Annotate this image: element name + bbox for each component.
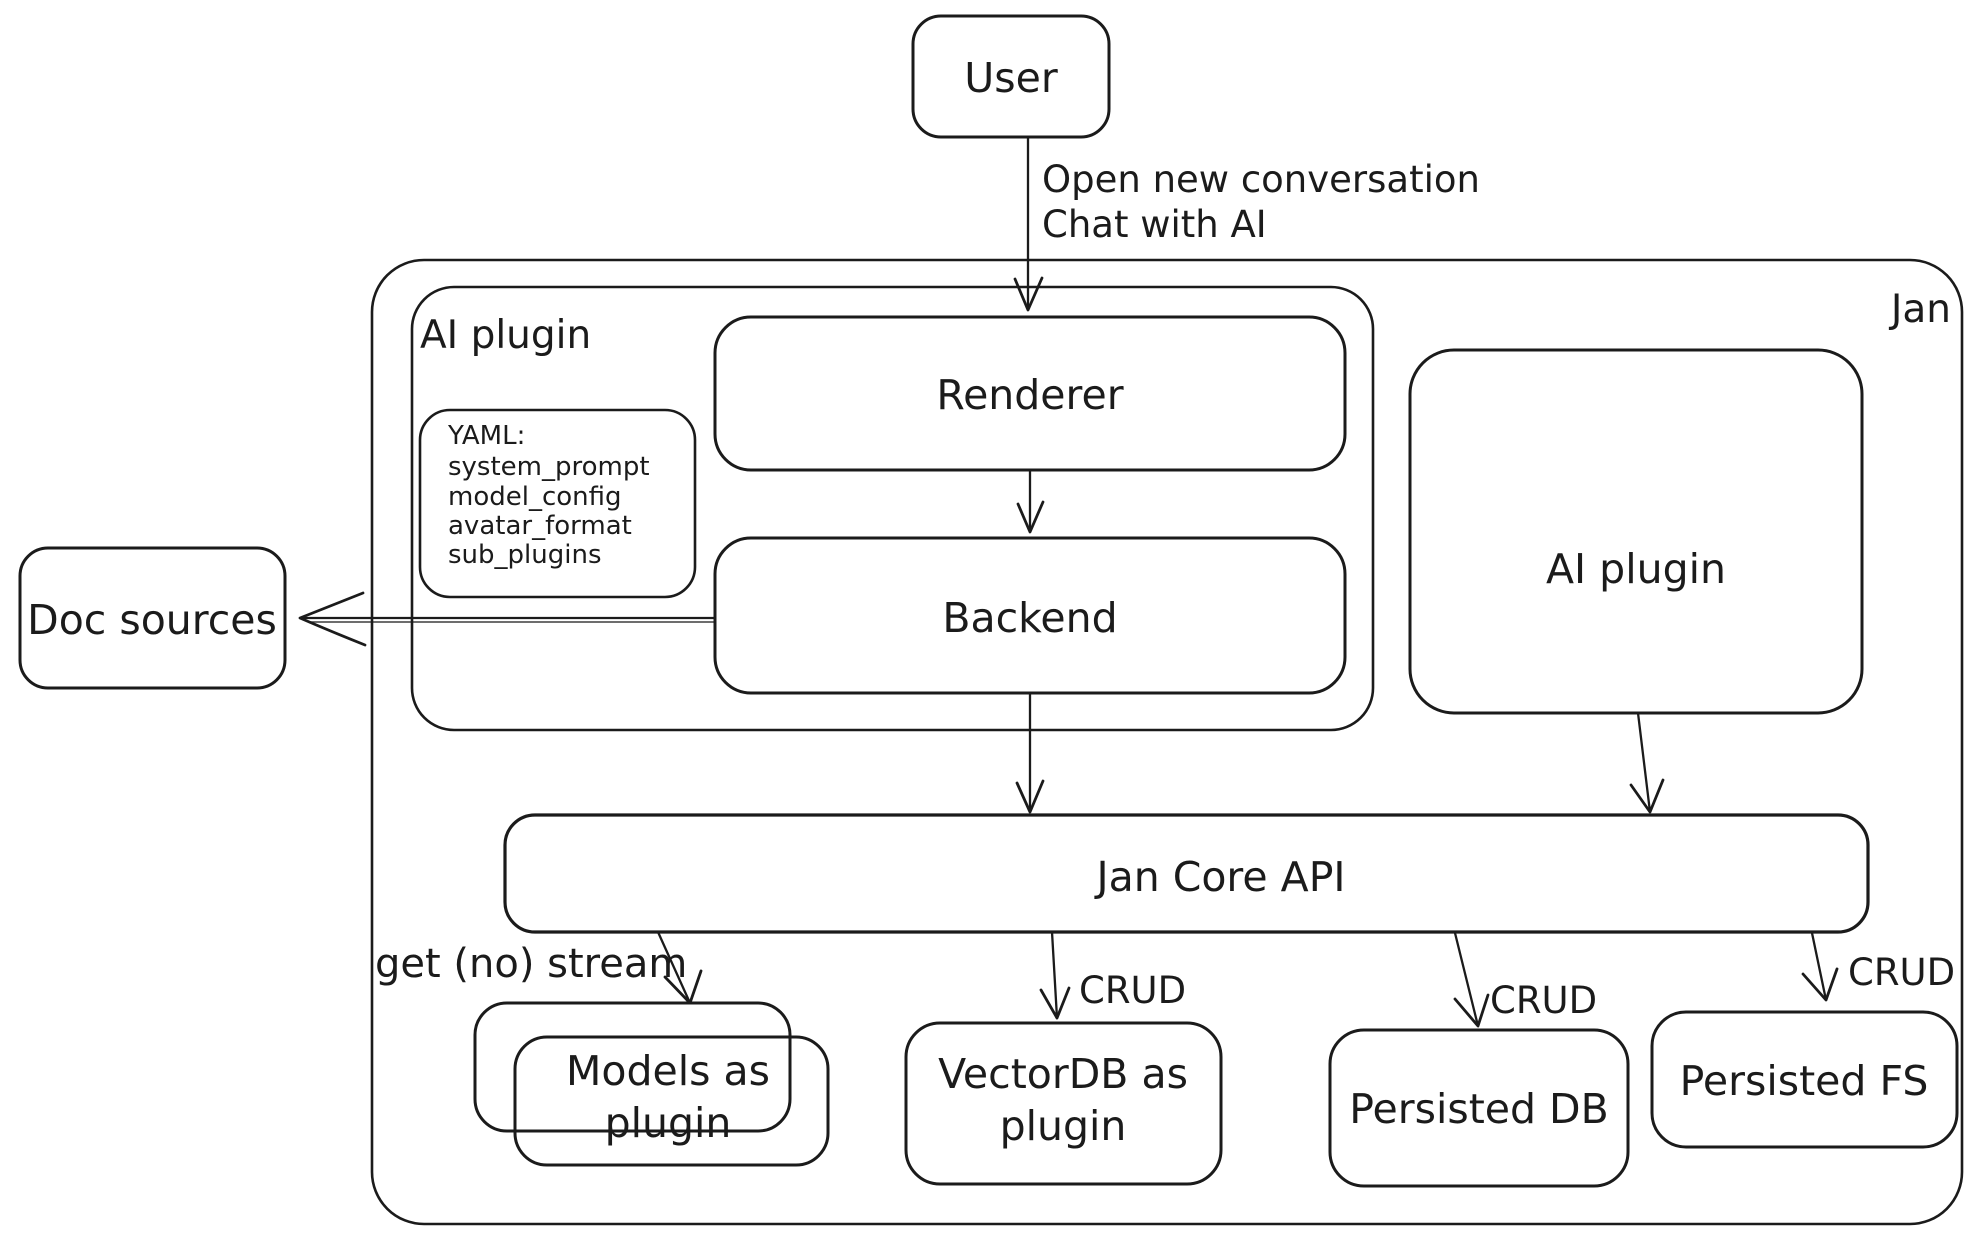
edge-backend-to-jan-core <box>1015 691 1045 814</box>
edge-user-to-renderer <box>1013 135 1044 312</box>
vector-db-label-line2: plugin <box>1000 1102 1127 1150</box>
doc-sources-node-label: Doc sources <box>27 596 277 644</box>
user-node <box>911 14 1111 139</box>
jan-core-api-node-label: Jan Core API <box>1093 853 1345 901</box>
edge-user-label-line1: Open new conversation <box>1042 158 1480 201</box>
edge-jan-core-to-persisted-fs-label: CRUD <box>1848 951 1955 994</box>
edge-jan-core-to-persisted-fs <box>1801 931 1839 1002</box>
edge-renderer-to-backend-arrowhead <box>1016 500 1045 534</box>
yaml-note-line5: sub_plugins <box>448 540 602 570</box>
models-plugin-label-line2: plugin <box>605 1099 732 1147</box>
edge-jan-core-to-vector-db <box>1039 930 1071 1020</box>
edge-jan-core-to-models-line <box>656 930 692 1005</box>
vector-db-label-line1: VectorDB as <box>938 1050 1188 1098</box>
edge-jan-core-to-persisted-fs-arrowhead <box>1801 967 1839 1002</box>
vector-db-node <box>904 1021 1223 1186</box>
models-plugin-label-line1: Models as <box>566 1047 770 1095</box>
edge-jan-core-to-vector-db-arrowhead <box>1039 986 1071 1020</box>
ai-plugin-node-label: AI plugin <box>1546 545 1726 593</box>
edge-jan-core-to-persisted-db-line <box>1453 931 1480 1028</box>
jan-container-label: Jan <box>1888 287 1951 332</box>
edge-jan-core-to-vector-db-line <box>1050 930 1059 1020</box>
jan-core-api-node <box>503 813 1870 934</box>
edge-backend-to-doc-sources-arrowhead <box>298 591 367 647</box>
edge-renderer-to-backend <box>1016 468 1045 534</box>
user-node-label: User <box>964 54 1058 102</box>
yaml-note-line3: model_config <box>448 482 622 512</box>
edge-jan-core-to-models-label: get (no) stream <box>375 941 687 987</box>
edge-user-to-renderer-arrowhead <box>1013 276 1044 312</box>
persisted-db-node-label: Persisted DB <box>1349 1085 1609 1133</box>
edge-jan-core-to-persisted-db <box>1453 931 1490 1028</box>
edge-jan-core-to-persisted-fs-line <box>1810 931 1828 1002</box>
models-plugin-node <box>513 1035 830 1167</box>
edge-ai-plugin-to-jan-core <box>1629 711 1665 814</box>
persisted-fs-node-label: Persisted FS <box>1680 1057 1929 1105</box>
yaml-note-line4: avatar_format <box>448 511 632 541</box>
edge-backend-to-doc-sources <box>298 591 717 647</box>
jan-container <box>370 258 1964 1226</box>
edge-jan-core-to-persisted-db-arrowhead <box>1453 993 1490 1028</box>
edge-jan-core-to-persisted-db-label: CRUD <box>1490 979 1597 1022</box>
edge-jan-core-to-vector-db-label: CRUD <box>1079 969 1186 1012</box>
edge-backend-to-jan-core-arrowhead <box>1015 779 1045 814</box>
renderer-node-label: Renderer <box>936 371 1123 419</box>
backend-node-label: Backend <box>942 594 1117 642</box>
yaml-note <box>418 408 697 599</box>
yaml-note-line2: system_prompt <box>448 452 650 482</box>
persisted-db-node <box>1328 1028 1630 1188</box>
doc-sources-node <box>18 546 287 690</box>
ai-plugin-container-label: AI plugin <box>420 313 591 358</box>
edge-ai-plugin-to-jan-core-arrowhead <box>1629 778 1665 814</box>
yaml-note-line1: YAML: <box>447 421 525 451</box>
edge-user-label-line2: Chat with AI <box>1042 203 1267 246</box>
persisted-fs-node <box>1650 1010 1959 1149</box>
ai-plugin-container <box>410 285 1375 732</box>
ai-plugin-node <box>1408 348 1864 715</box>
edge-ai-plugin-to-jan-core-line <box>1636 711 1652 814</box>
models-plugin-node-back <box>473 1001 792 1133</box>
